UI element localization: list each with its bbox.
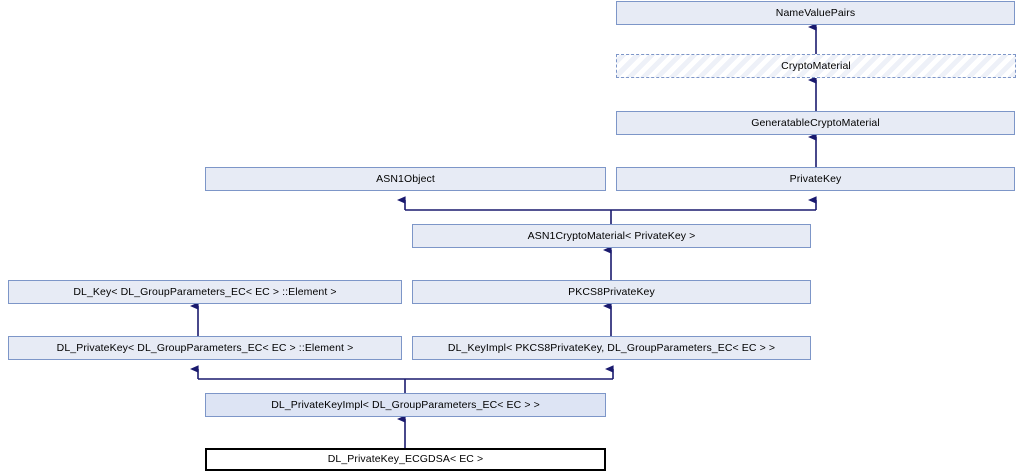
class-node-pkcs8-private-key[interactable]: PKCS8PrivateKey	[412, 280, 811, 304]
class-node-dl-private-key-impl[interactable]: DL_PrivateKeyImpl< DL_GroupParameters_EC…	[205, 393, 606, 417]
class-node-name-value-pairs[interactable]: NameValuePairs	[616, 1, 1015, 25]
class-node-label: DL_PrivateKeyImpl< DL_GroupParameters_EC…	[271, 398, 540, 411]
class-node-private-key[interactable]: PrivateKey	[616, 167, 1015, 191]
class-node-label: ASN1Object	[376, 172, 435, 185]
class-node-label: PrivateKey	[789, 172, 842, 185]
class-node-asn1-object[interactable]: ASN1Object	[205, 167, 606, 191]
class-node-label: ASN1CryptoMaterial< PrivateKey >	[527, 229, 696, 242]
class-node-asn1-crypto-material[interactable]: ASN1CryptoMaterial< PrivateKey >	[412, 224, 811, 248]
class-node-label: GeneratableCryptoMaterial	[751, 116, 880, 129]
class-node-dl-key-impl[interactable]: DL_KeyImpl< PKCS8PrivateKey, DL_GroupPar…	[412, 336, 811, 360]
class-node-label: DL_PrivateKey< DL_GroupParameters_EC< EC…	[56, 341, 354, 354]
class-node-label: CryptoMaterial	[781, 59, 851, 72]
class-node-label: DL_Key< DL_GroupParameters_EC< EC > ::El…	[73, 285, 337, 298]
class-node-generatable-crypto-material[interactable]: GeneratableCryptoMaterial	[616, 111, 1015, 135]
class-node-label: DL_KeyImpl< PKCS8PrivateKey, DL_GroupPar…	[447, 341, 776, 354]
class-node-dl-private-key[interactable]: DL_PrivateKey< DL_GroupParameters_EC< EC…	[8, 336, 402, 360]
class-node-crypto-material[interactable]: CryptoMaterial	[616, 54, 1016, 78]
class-node-dl-key[interactable]: DL_Key< DL_GroupParameters_EC< EC > ::El…	[8, 280, 402, 304]
class-node-label: NameValuePairs	[775, 6, 856, 19]
class-node-label: PKCS8PrivateKey	[568, 285, 655, 298]
class-node-label: DL_PrivateKey_ECGDSA< EC >	[327, 453, 484, 466]
class-node-dl-private-key-ecgdsa[interactable]: DL_PrivateKey_ECGDSA< EC >	[205, 448, 606, 471]
